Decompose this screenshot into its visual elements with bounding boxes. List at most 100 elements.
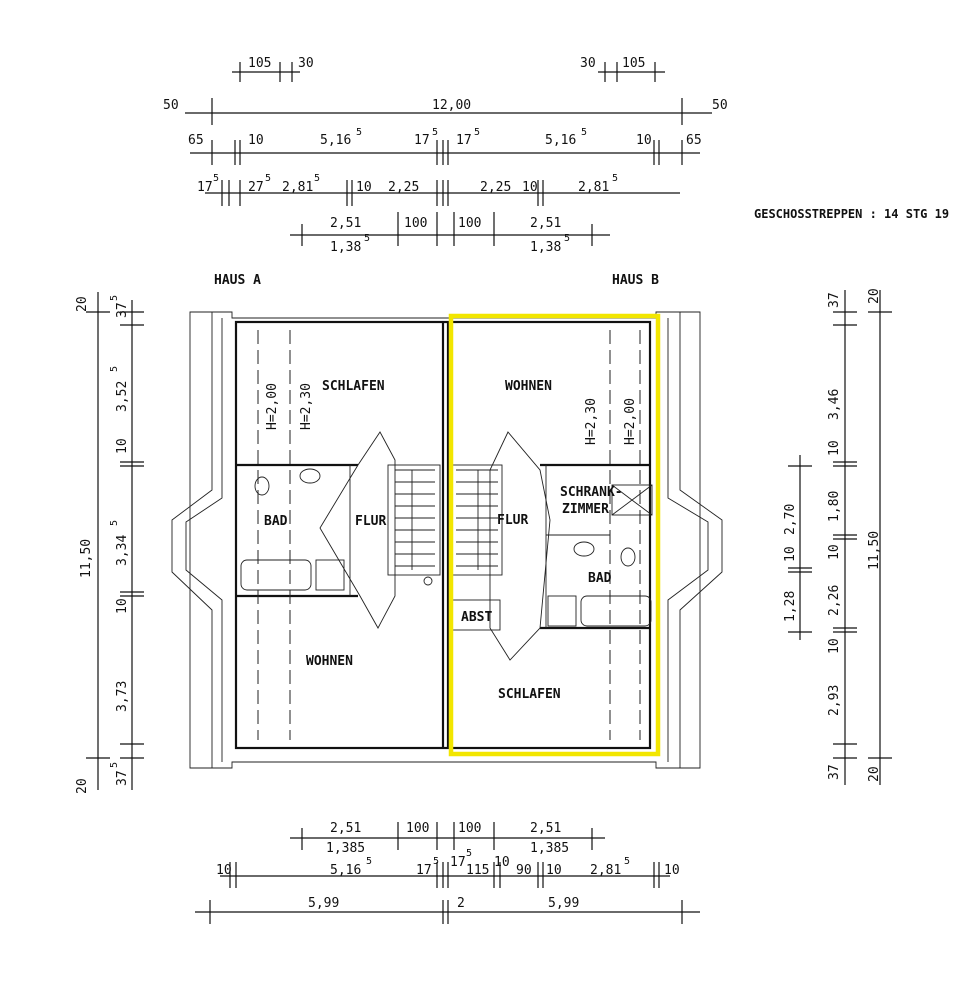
- dim-top-10-c: 10: [356, 180, 372, 195]
- dim-top-251-b: 2,51: [530, 216, 561, 231]
- house-a-label: HAUS A: [214, 273, 261, 288]
- height-b-200: H=2,00: [623, 398, 638, 445]
- dim-right-37-bottom: 37: [827, 764, 842, 780]
- sup: 5: [366, 856, 372, 867]
- dim-top-138-a: 1,38: [330, 240, 361, 255]
- dim-left-352: 3,52: [115, 381, 130, 412]
- dim-bottom-599-b: 5,99: [548, 896, 579, 911]
- dim-bottom-1385-a: 1,385: [326, 841, 365, 856]
- building-outline: [171, 311, 723, 769]
- sup: 5: [109, 520, 120, 526]
- dim-bottom-251-b: 2,51: [530, 821, 561, 836]
- dim-left-10-b: 10: [115, 598, 130, 614]
- dim-right-10-b: 10: [827, 544, 842, 560]
- room-a-wohnen: WOHNEN: [306, 654, 353, 669]
- dim-bottom-17-a: 17: [416, 863, 432, 878]
- dim-top-251-a: 2,51: [330, 216, 361, 231]
- dim-top-281-b: 2,81: [578, 180, 609, 195]
- right-dimension-chain: 20 37 3,46 10 1,80 10 2,26 10 2,93 37 20…: [783, 288, 892, 785]
- dim-bottom-251-a: 2,51: [330, 821, 361, 836]
- room-b-wohnen: WOHNEN: [505, 379, 552, 394]
- dim-left-20-top: 20: [75, 296, 90, 312]
- sup: 5: [364, 233, 370, 244]
- dim-top-50-b: 50: [712, 98, 728, 113]
- dim-top-138-b: 1,38: [530, 240, 561, 255]
- sup: 5: [466, 848, 472, 859]
- dim-top-17-a: 17: [414, 133, 430, 148]
- dim-top-10-b: 10: [636, 133, 652, 148]
- dim-top-175: 17: [197, 180, 213, 195]
- room-b-flur: FLUR: [497, 513, 528, 528]
- dim-right-226: 2,26: [827, 585, 842, 616]
- dim-right-10-c: 10: [827, 638, 842, 654]
- sup: 5: [356, 127, 362, 138]
- stair-note: GESCHOSSTREPPEN : 14 STG 19: [754, 207, 949, 221]
- dim-top-65-b: 65: [686, 133, 702, 148]
- dim-top-516-a: 5,16: [320, 133, 351, 148]
- room-a-flur: FLUR: [355, 514, 386, 529]
- dim-top-105-b: 105: [622, 56, 645, 71]
- dim-top-100-b: 100: [458, 216, 481, 231]
- dim-top-10-a: 10: [248, 133, 264, 148]
- dim-bottom-10-a: 10: [216, 863, 232, 878]
- room-b-schrank-2: ZIMMER: [562, 502, 609, 517]
- dim-left-373: 3,73: [115, 681, 130, 712]
- room-b-schlafen: SCHLAFEN: [498, 687, 561, 702]
- dim-top-27: 27: [248, 180, 264, 195]
- dim-top-225-b: 2,25: [480, 180, 511, 195]
- dim-right-180: 1,80: [827, 491, 842, 522]
- dim-top-30-b: 30: [580, 56, 596, 71]
- height-a-200: H=2,00: [265, 383, 280, 430]
- dim-right-37-top: 37: [827, 292, 842, 308]
- dim-bottom-2: 2: [457, 896, 465, 911]
- house-b-label: HAUS B: [612, 273, 659, 288]
- dim-right-10-d: 10: [783, 546, 798, 562]
- height-a-230: H=2,30: [299, 383, 314, 430]
- dim-right-10-a: 10: [827, 440, 842, 456]
- sup: 5: [109, 295, 120, 301]
- height-b-230: H=2,30: [584, 398, 599, 445]
- sup: 5: [314, 173, 320, 184]
- dim-top-281-a: 2,81: [282, 180, 313, 195]
- dim-bottom-599-a: 5,99: [308, 896, 339, 911]
- dim-bottom-100-b: 100: [458, 821, 481, 836]
- dim-bottom-10-c: 10: [546, 863, 562, 878]
- dim-bottom-100-a: 100: [406, 821, 429, 836]
- dim-top-50-a: 50: [163, 98, 179, 113]
- room-b-abst: ABST: [461, 610, 492, 625]
- sup: 5: [432, 127, 438, 138]
- room-b-schrank-1: SCHRANK-: [560, 485, 623, 500]
- sup: 5: [612, 173, 618, 184]
- dim-top-30-a: 30: [298, 56, 314, 71]
- sup: 5: [564, 233, 570, 244]
- house-b-interior: [451, 330, 653, 740]
- dim-top-100-a: 100: [404, 216, 427, 231]
- room-b-bad: BAD: [588, 571, 612, 586]
- sup: 5: [213, 173, 219, 184]
- dim-top-225-a: 2,25: [388, 180, 419, 195]
- sup: 5: [624, 856, 630, 867]
- dim-right-293: 2,93: [827, 685, 842, 716]
- dim-right-270: 2,70: [783, 504, 798, 535]
- dim-right-20-top: 20: [867, 288, 882, 304]
- dim-top-10-d: 10: [522, 180, 538, 195]
- house-a-interior: [236, 330, 441, 740]
- dim-right-20-bottom: 20: [867, 766, 882, 782]
- dim-bottom-10-b: 10: [494, 855, 510, 870]
- sup: 5: [109, 762, 120, 768]
- dim-bottom-90: 90: [516, 863, 532, 878]
- dim-right-total: 11,50: [867, 531, 882, 570]
- dim-bottom-1385-b: 1,385: [530, 841, 569, 856]
- dim-top-17-b: 17: [456, 133, 472, 148]
- sup: 5: [433, 856, 439, 867]
- dim-left-37-bottom: 37: [115, 770, 130, 786]
- dim-bottom-516: 5,16: [330, 863, 361, 878]
- dim-bottom-115: 115: [466, 863, 489, 878]
- dim-top-65-a: 65: [188, 133, 204, 148]
- dim-left-37-top: 37: [115, 302, 130, 318]
- dim-bottom-281: 2,81: [590, 863, 621, 878]
- dim-left-20-bottom: 20: [75, 778, 90, 794]
- dim-bottom-17-b: 17: [450, 855, 466, 870]
- dim-top-516-b: 5,16: [545, 133, 576, 148]
